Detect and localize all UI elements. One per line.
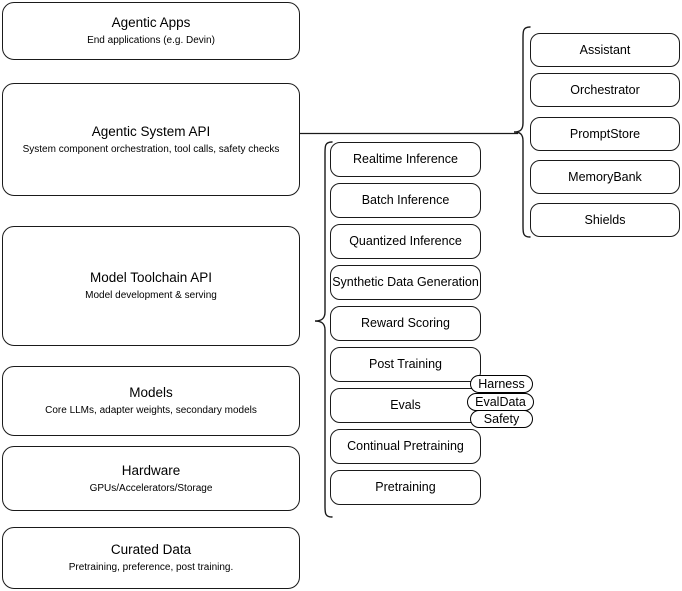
component-label: Continual Pretraining — [347, 439, 464, 453]
layer-box-curated-data[interactable]: Curated Data Pretraining, preference, po… — [2, 527, 300, 589]
layer-box-hardware[interactable]: Hardware GPUs/Accelerators/Storage — [2, 446, 300, 511]
component-label: Batch Inference — [361, 193, 450, 207]
component-box-assistant[interactable]: Assistant — [530, 33, 680, 67]
component-box-batch-inference[interactable]: Batch Inference — [330, 183, 481, 218]
brace-agentic-components — [513, 26, 531, 238]
component-label: Synthetic Data Generation — [332, 275, 479, 289]
layer-title: Models — [129, 385, 173, 400]
component-box-quantized-inference[interactable]: Quantized Inference — [330, 224, 481, 259]
component-box-evals[interactable]: Evals — [330, 388, 481, 423]
layer-subtitle: System component orchestration, tool cal… — [22, 143, 280, 155]
component-box-memorybank[interactable]: MemoryBank — [530, 160, 680, 194]
pill-safety[interactable]: Safety — [470, 410, 533, 428]
component-box-pretraining[interactable]: Pretraining — [330, 470, 481, 505]
component-label: MemoryBank — [568, 169, 642, 184]
pill-label: Safety — [483, 412, 520, 426]
component-box-post-training[interactable]: Post Training — [330, 347, 481, 382]
layer-subtitle: Model development & serving — [85, 290, 217, 301]
layer-title: Curated Data — [110, 542, 192, 557]
pill-evaldata[interactable]: EvalData — [467, 393, 534, 411]
layer-box-agentic-system-api[interactable]: Agentic System API System component orch… — [2, 83, 300, 196]
layer-box-model-toolchain-api[interactable]: Model Toolchain API Model development & … — [2, 226, 300, 346]
layer-title: Hardware — [121, 462, 181, 478]
component-label: Evals — [390, 398, 421, 412]
component-label: Pretraining — [375, 480, 436, 494]
layer-subtitle: End applications (e.g. Devin) — [87, 35, 215, 46]
layer-box-agentic-apps[interactable]: Agentic Apps End applications (e.g. Devi… — [2, 2, 300, 60]
component-label: Assistant — [579, 42, 631, 57]
component-label: Reward Scoring — [361, 316, 450, 330]
layer-subtitle: GPUs/Accelerators/Storage — [89, 482, 213, 494]
brace-toolchain-components — [314, 141, 333, 518]
component-label: Quantized Inference — [349, 234, 462, 248]
component-box-continual-pretraining[interactable]: Continual Pretraining — [330, 429, 481, 464]
component-box-reward-scoring[interactable]: Reward Scoring — [330, 306, 481, 341]
component-box-shields[interactable]: Shields — [530, 203, 680, 237]
pill-harness[interactable]: Harness — [470, 375, 533, 393]
component-box-promptstore[interactable]: PromptStore — [530, 117, 680, 151]
layer-title: Agentic System API — [91, 123, 211, 139]
layer-box-models[interactable]: Models Core LLMs, adapter weights, secon… — [2, 366, 300, 436]
layer-title: Model Toolchain API — [89, 270, 213, 285]
component-label: Realtime Inference — [353, 152, 458, 166]
connector-agentic-system-to-components — [300, 132, 518, 135]
component-label: PromptStore — [569, 126, 641, 141]
pill-label: EvalData — [475, 395, 526, 409]
component-box-synthetic-data-generation[interactable]: Synthetic Data Generation — [330, 265, 481, 300]
component-label: Shields — [584, 212, 626, 227]
component-label: Orchestrator — [570, 82, 640, 97]
layer-title: Agentic Apps — [111, 15, 191, 30]
component-box-orchestrator[interactable]: Orchestrator — [530, 73, 680, 107]
component-box-realtime-inference[interactable]: Realtime Inference — [330, 142, 481, 177]
pill-label: Harness — [478, 377, 525, 391]
component-label: Post Training — [369, 357, 442, 371]
layer-subtitle: Pretraining, preference, post training. — [68, 562, 234, 573]
layer-subtitle: Core LLMs, adapter weights, secondary mo… — [45, 405, 257, 416]
